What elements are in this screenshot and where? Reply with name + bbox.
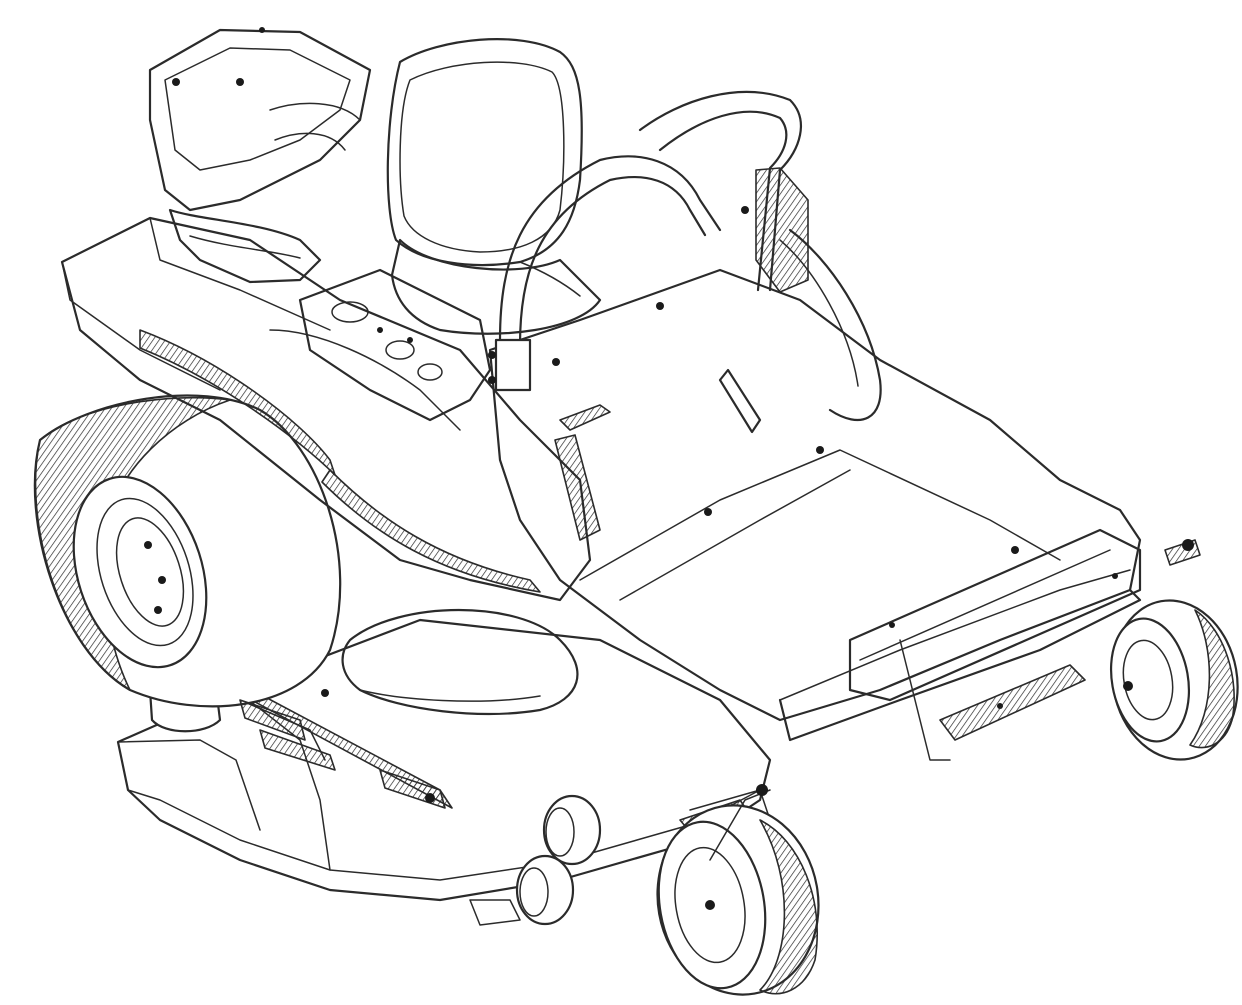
- anti-scalp-roller: [469, 794, 602, 926]
- steering-lever-left: [488, 155, 722, 392]
- rear-body: [60, 216, 592, 602]
- front-caster-right: [1109, 539, 1239, 761]
- brake-lever: [552, 302, 762, 541]
- chassis-frame: [488, 268, 1142, 761]
- seat: [386, 38, 602, 335]
- steering-lever-right: [638, 90, 882, 422]
- front-caster-left: [656, 784, 820, 996]
- engine-cover: [148, 27, 372, 284]
- rear-tire: [33, 394, 342, 708]
- deck-lift-bracket: [239, 689, 446, 809]
- control-panel: [298, 268, 492, 422]
